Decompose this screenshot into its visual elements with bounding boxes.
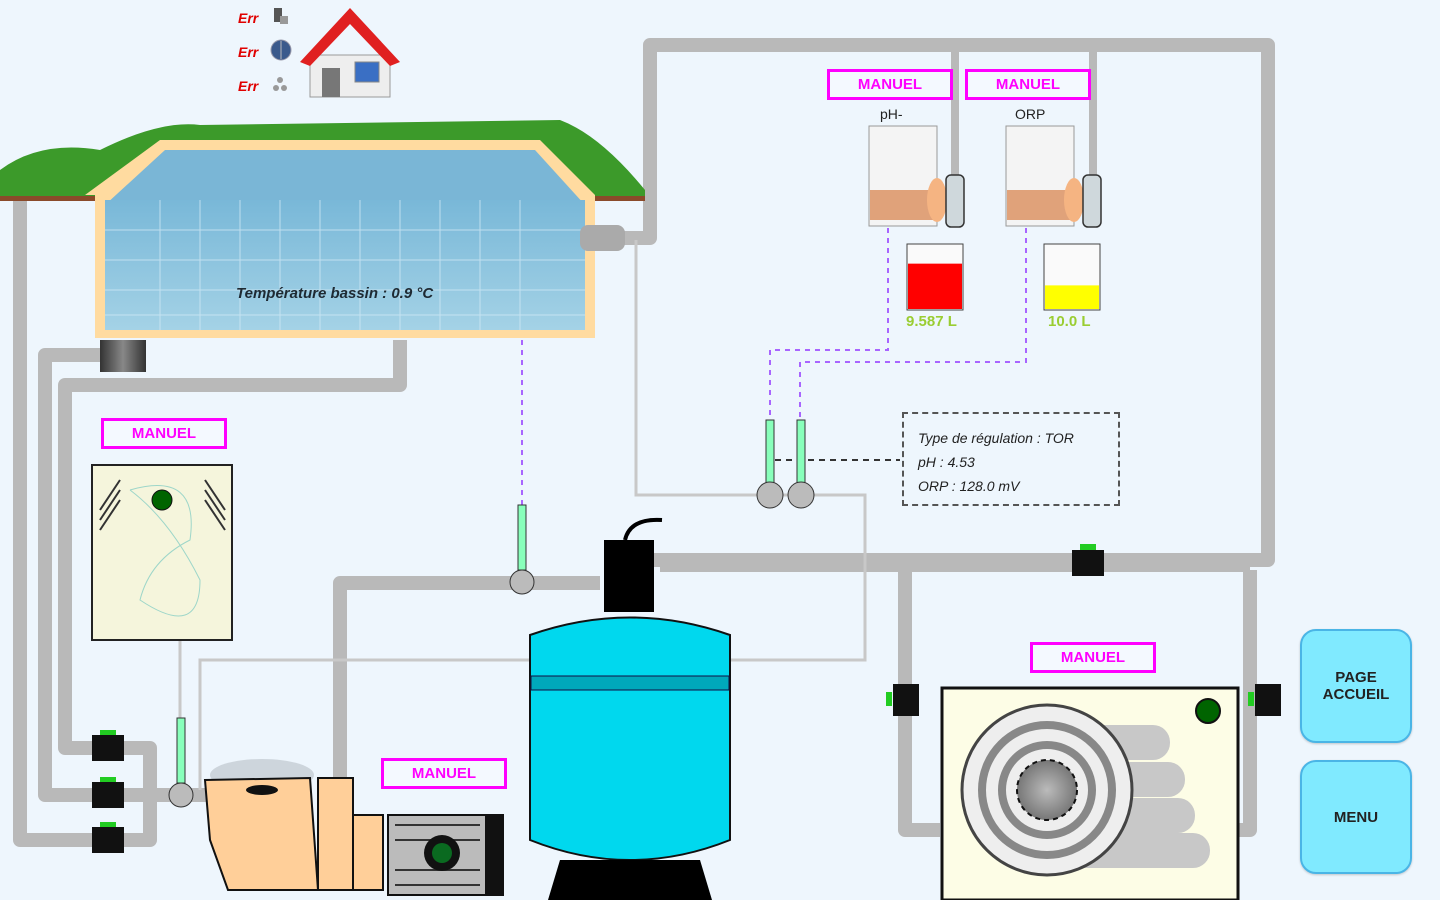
home-page-button[interactable]: PAGE ACCUEIL bbox=[1300, 629, 1412, 743]
orp-drum bbox=[1005, 125, 1102, 228]
pipe-drain2 bbox=[58, 340, 407, 755]
pool-robot[interactable] bbox=[91, 464, 233, 641]
heat-pump-mode-button[interactable]: MANUEL bbox=[1030, 642, 1156, 673]
menu-button-label: MENU bbox=[1333, 808, 1379, 826]
pipes bbox=[13, 38, 1275, 847]
pool bbox=[85, 140, 625, 372]
pipe-skimmer bbox=[13, 200, 100, 847]
ph-mode-button[interactable]: MANUEL bbox=[827, 69, 953, 100]
heat-pump[interactable] bbox=[940, 686, 1240, 900]
pool-temperature: Température bassin : 0.9 °C bbox=[236, 285, 434, 302]
regulation-type: Type de régulation : TOR bbox=[918, 430, 1074, 446]
home-page-button-label: PAGE ACCUEIL bbox=[1322, 669, 1390, 703]
status-err-temperature: Err bbox=[238, 10, 259, 26]
orp-mode-button[interactable]: MANUEL bbox=[965, 69, 1091, 100]
orp-liquid-level bbox=[1045, 285, 1099, 309]
orp-canister bbox=[1043, 243, 1101, 311]
status-err-connection: Err bbox=[238, 78, 259, 94]
connection-nodes-icon bbox=[273, 77, 287, 91]
orp-product-label: ORP bbox=[1015, 106, 1046, 122]
regulation-info-box: Type de régulation : TOR pH : 4.53 ORP :… bbox=[902, 412, 1120, 506]
filtration-pump[interactable] bbox=[203, 759, 504, 896]
house-icon[interactable] bbox=[300, 8, 400, 98]
ph-product-label: pH- bbox=[880, 106, 903, 122]
regulation-orp: ORP : 128.0 mV bbox=[918, 478, 1020, 494]
orp-volume: 10.0 L bbox=[1048, 313, 1091, 330]
network-globe-icon bbox=[270, 39, 292, 61]
robot-mode-button[interactable]: MANUEL bbox=[101, 418, 227, 449]
menu-button[interactable]: MENU bbox=[1300, 760, 1412, 874]
ph-liquid-level bbox=[908, 263, 962, 309]
temperature-sensor-icon bbox=[274, 8, 288, 24]
pipe-bottom-drain bbox=[38, 348, 115, 802]
ph-volume: 9.587 L bbox=[906, 313, 957, 330]
sand-filter[interactable] bbox=[529, 517, 731, 900]
regulation-ph: pH : 4.53 bbox=[918, 454, 975, 470]
pump-mode-button[interactable]: MANUEL bbox=[381, 758, 507, 789]
ph-canister bbox=[906, 243, 964, 311]
ph-orp-probes bbox=[168, 419, 815, 808]
pipe-heat-in bbox=[898, 570, 940, 837]
manifold-valves[interactable] bbox=[92, 544, 1281, 853]
ph-drum bbox=[868, 125, 965, 228]
status-err-network: Err bbox=[238, 44, 259, 60]
